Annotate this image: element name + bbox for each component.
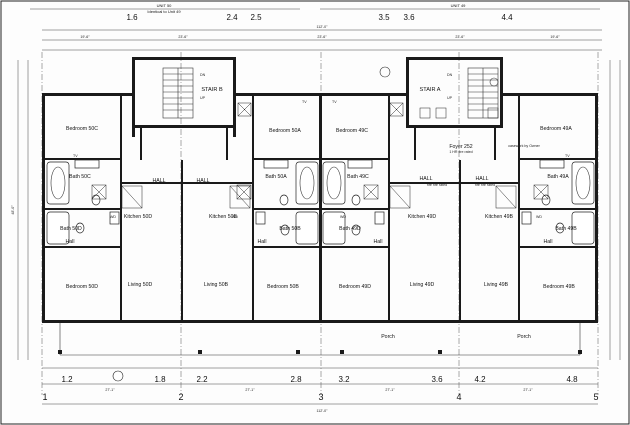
overall-dim-top: 112'-0"	[317, 25, 329, 29]
porch-label-2: Porch	[517, 334, 531, 340]
room-bath-49c: Bath 49C	[347, 174, 369, 180]
room-hall-1: HALL	[153, 178, 166, 184]
grid-number-1: 1	[42, 392, 47, 402]
grid-bottom-2-8: 2.8	[290, 375, 302, 384]
grid-top-2-5: 2.5	[250, 13, 262, 22]
room-bath-49b: Bath 49B	[555, 226, 577, 232]
grid-bottom-1-8: 1.8	[154, 375, 166, 384]
stair-a-dn: DN	[447, 73, 453, 77]
stair-b-dn: DN	[200, 73, 206, 77]
room-foyer-252: Foyer 252	[449, 144, 472, 150]
hall-50d: Hall	[66, 239, 75, 245]
room-bedroom-49a: Bedroom 49A	[540, 126, 572, 132]
top-seg-4: 23'-6"	[455, 35, 465, 39]
room-hall-2: HALL	[197, 178, 210, 184]
tv-tag-2: TV	[302, 100, 307, 104]
unit-49-label: UNIT 49	[451, 3, 467, 8]
room-bath-49d: Bath 49D	[339, 226, 361, 232]
left-vertical-dim: 48'-0"	[11, 205, 15, 215]
room-bath-50d: Bath 50D	[60, 226, 82, 232]
grid-bottom-1-2: 1.2	[61, 375, 73, 384]
room-kitchen-50d: Kitchen 50D	[124, 214, 153, 220]
wd-tag-3: WD	[536, 215, 542, 219]
overall-dim-bottom: 112'-0"	[317, 409, 329, 413]
room-bedroom-50a: Bedroom 50A	[269, 128, 301, 134]
foyer-fixtures	[237, 66, 499, 119]
wd-tag-2: WD	[340, 215, 346, 219]
north-marker-icon	[112, 370, 124, 382]
grid-bottom-4-8: 4.8	[566, 375, 578, 384]
porch	[58, 323, 582, 356]
grid-number-3: 3	[318, 392, 323, 402]
stair-a-label: STAIR A	[419, 87, 440, 93]
room-bath-49a: Bath 49A	[547, 174, 569, 180]
room-bedroom-50d: Bedroom 50D	[66, 284, 98, 290]
bottom-seg-4: 27'-1"	[523, 388, 533, 392]
casework-note: casework by Owner	[508, 144, 540, 148]
tv-tag-3: TV	[332, 100, 337, 104]
room-hall-3: HALL	[420, 176, 433, 182]
stair-a-treads	[467, 67, 499, 119]
top-seg-3: 23'-6"	[317, 35, 327, 39]
porch-label-1: Porch	[381, 334, 395, 340]
hall-50b: Hall	[258, 239, 267, 245]
bottom-seg-2: 27'-1"	[245, 388, 255, 392]
room-bath-50b: Bath 50B	[279, 226, 301, 232]
stair-b-up: UP	[200, 96, 206, 100]
room-kitchen-49d: Kitchen 49D	[408, 214, 437, 220]
stair-b-treads	[162, 67, 194, 119]
grid-bottom-4-2: 4.2	[474, 375, 486, 384]
top-seg-1: 19'-6"	[80, 35, 90, 39]
hall-49b: Hall	[544, 239, 553, 245]
tv-tag-4: TV	[565, 154, 570, 158]
room-bath-50a: Bath 50A	[265, 174, 287, 180]
wd-tag-4: WD	[110, 215, 116, 219]
tv-tag-1: TV	[73, 154, 78, 158]
room-bedroom-50c: Bedroom 50C	[66, 126, 98, 132]
grid-number-4: 4	[456, 392, 461, 402]
room-bath-50c: Bath 50C	[69, 174, 91, 180]
stair-b-label: STAIR B	[201, 87, 223, 93]
room-bedroom-49b: Bedroom 49B	[543, 284, 575, 290]
room-living-50d: Living 50D	[128, 282, 153, 288]
grid-bottom-3-2: 3.2	[338, 375, 350, 384]
room-hall-4: HALL	[476, 176, 489, 182]
room-kitchen-50b: Kitchen 50B	[209, 214, 238, 220]
grid-top-1-6: 1.6	[126, 13, 138, 22]
room-living-49d: Living 49D	[410, 282, 435, 288]
grid-top-4-4: 4.4	[501, 13, 513, 22]
bottom-seg-1: 27'-1"	[105, 388, 115, 392]
grid-top-2-4: 2.4	[226, 13, 238, 22]
room-bedroom-49c: Bedroom 49C	[336, 128, 368, 134]
room-kitchen-49b: Kitchen 49B	[485, 214, 514, 220]
grid-number-2: 2	[178, 392, 183, 402]
grid-number-5: 5	[593, 392, 598, 402]
room-living-49b: Living 49B	[484, 282, 509, 288]
top-seg-2: 23'-6"	[178, 35, 188, 39]
kitchen-fixtures	[91, 184, 549, 225]
room-living-50b: Living 50B	[204, 282, 229, 288]
bottom-seg-3: 27'-1"	[385, 388, 395, 392]
grid-top-3-6: 3.6	[403, 13, 415, 22]
unit-50-label: UNIT 50	[157, 3, 173, 8]
wd-tag-1: WD	[232, 215, 238, 219]
interior-walls	[45, 93, 595, 320]
grid-top-3-5: 3.5	[378, 13, 390, 22]
hall-49d: Hall	[374, 239, 383, 245]
fire-rated-note-2: fire fire rated	[475, 183, 495, 187]
unit-50-note: Identical to Unit 49	[147, 9, 181, 14]
room-bedroom-50b: Bedroom 50B	[267, 284, 299, 290]
bath-fixtures	[46, 159, 595, 245]
room-bedroom-49d: Bedroom 49D	[339, 284, 371, 290]
fire-rated-note-1: fire fire rated	[427, 183, 447, 187]
stair-a-up: UP	[447, 96, 453, 100]
foyer-note: 1 HR fire rated	[449, 150, 472, 154]
grid-bottom-2-2: 2.2	[196, 375, 208, 384]
top-seg-5: 19'-6"	[550, 35, 560, 39]
grid-bottom-3-6: 3.6	[431, 375, 443, 384]
